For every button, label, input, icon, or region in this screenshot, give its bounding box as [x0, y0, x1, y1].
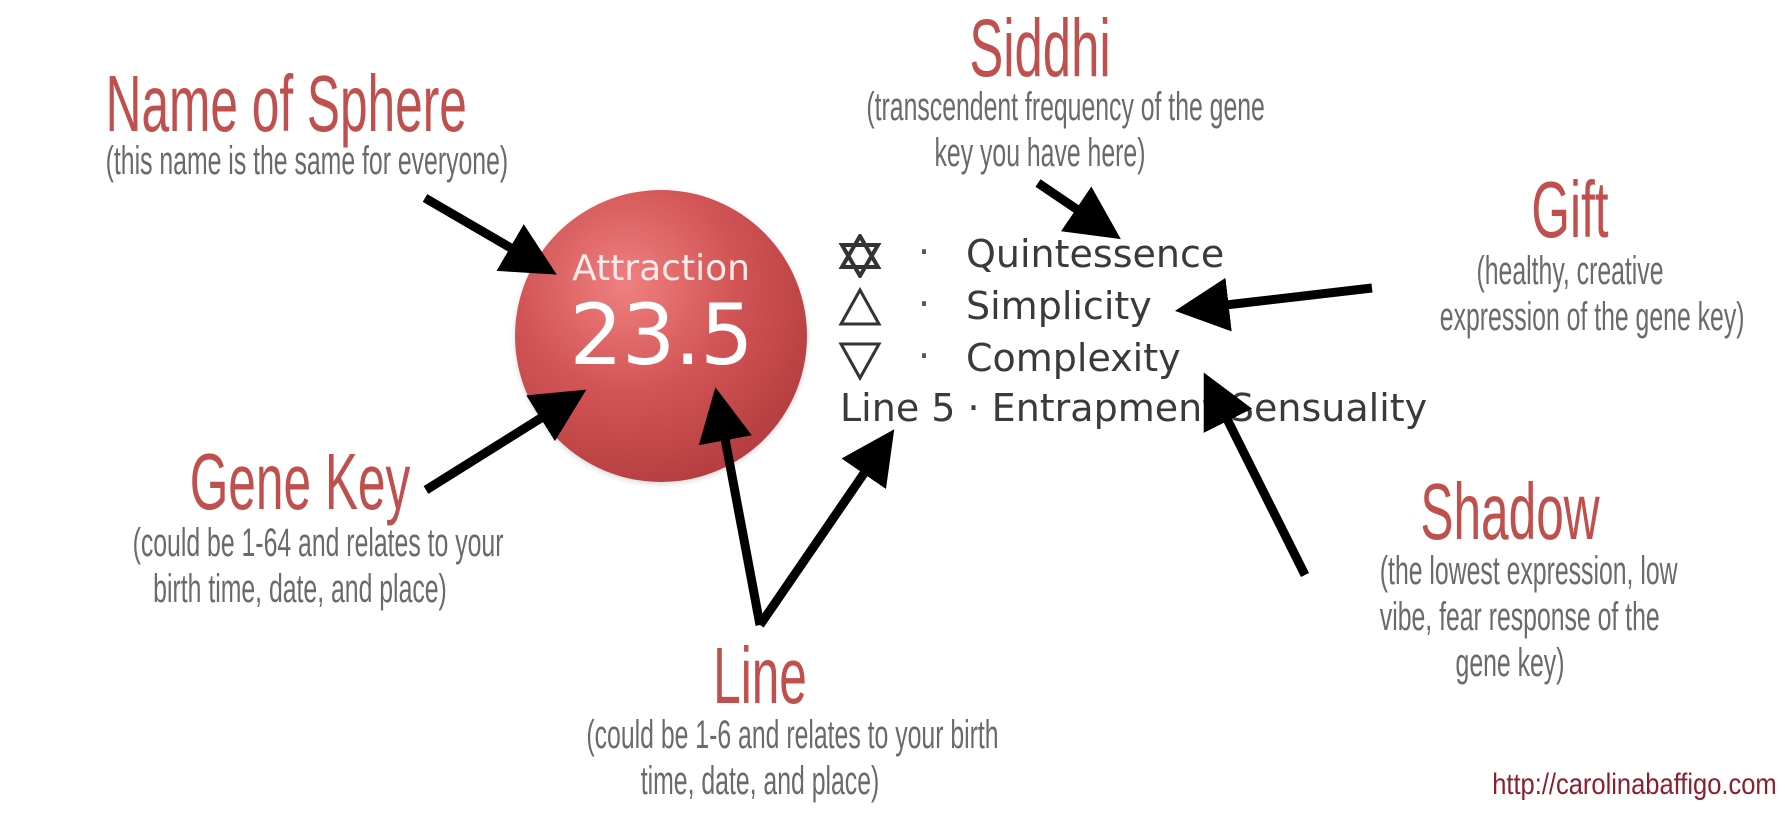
gift-annotation: Gift (healthy, creative expression of th… [1360, 170, 1780, 340]
line-title: Line [713, 631, 807, 720]
siddhi-title: Siddhi [969, 3, 1111, 94]
name-of-sphere-title: Name of Sphere [105, 59, 467, 148]
arrow-to-shadow [1203, 372, 1310, 578]
sphere-name: Attraction [572, 248, 750, 289]
arrow-to-sphere-line [698, 387, 765, 626]
name-of-sphere-subtitle: (this name is the same for everyone) [105, 139, 509, 183]
arrow-to-siddhi [1035, 179, 1121, 240]
gift-title: Gift [1531, 165, 1609, 254]
frequency-separator: · [918, 230, 931, 274]
gift-subtitle-line-2: expression of the gene key) [1439, 295, 1745, 339]
arrow-to-gift [1174, 277, 1373, 332]
gene-key-subtitle-line-2: birth time, date, and place) [153, 567, 447, 611]
triangle-up-icon [838, 286, 882, 326]
shadow-word: Complexity [966, 336, 1181, 380]
arrow-to-gene-key [423, 389, 587, 494]
triangle-down-icon [838, 342, 882, 382]
siddhi-subtitle-line-2: key you have here) [934, 131, 1146, 175]
star-of-david-icon [838, 234, 882, 278]
frequency-separator: · [918, 334, 931, 378]
gene-key-title: Gene Key [189, 437, 411, 526]
line-subtitle-line-2: time, date, and place) [640, 759, 880, 803]
shadow-subtitle-line-2: vibe, fear response of the [1379, 595, 1660, 639]
gift-word: Simplicity [966, 284, 1152, 328]
gift-subtitle-line-1: (healthy, creative [1476, 249, 1664, 293]
sphere-gene-key: 23.5 [569, 286, 753, 384]
gene-key-subtitle-line-1: (could be 1-64 and relates to your [132, 521, 504, 565]
shadow-subtitle-line-1: (the lowest expression, low [1379, 549, 1678, 593]
arrow-to-sphere-name [422, 194, 557, 275]
siddhi-subtitle-line-1: (transcendent frequency of the gene [866, 85, 1265, 129]
frequency-separator: · [918, 282, 931, 326]
shadow-subtitle-line-3: gene key) [1455, 641, 1565, 685]
line-annotation: Line (could be 1-6 and relates to your b… [480, 636, 1040, 804]
siddhi-word: Quintessence [966, 232, 1225, 276]
arrow-to-line-description [756, 429, 895, 628]
shadow-title: Shadow [1420, 467, 1600, 556]
line-description: Line 5 · Entrapment/Sensuality [840, 386, 1428, 430]
line-subtitle-line-1: (could be 1-6 and relates to your birth [586, 713, 999, 757]
source-url: http://carolinabaffigo.com [1492, 768, 1777, 801]
siddhi-annotation: Siddhi (transcendent frequency of the ge… [760, 8, 1320, 176]
gene-key-annotation: Gene Key (could be 1-64 and relates to y… [30, 442, 570, 612]
shadow-annotation: Shadow (the lowest expression, low vibe,… [1300, 472, 1720, 686]
name-of-sphere-annotation: Name of Sphere (this name is the same fo… [0, 64, 556, 184]
